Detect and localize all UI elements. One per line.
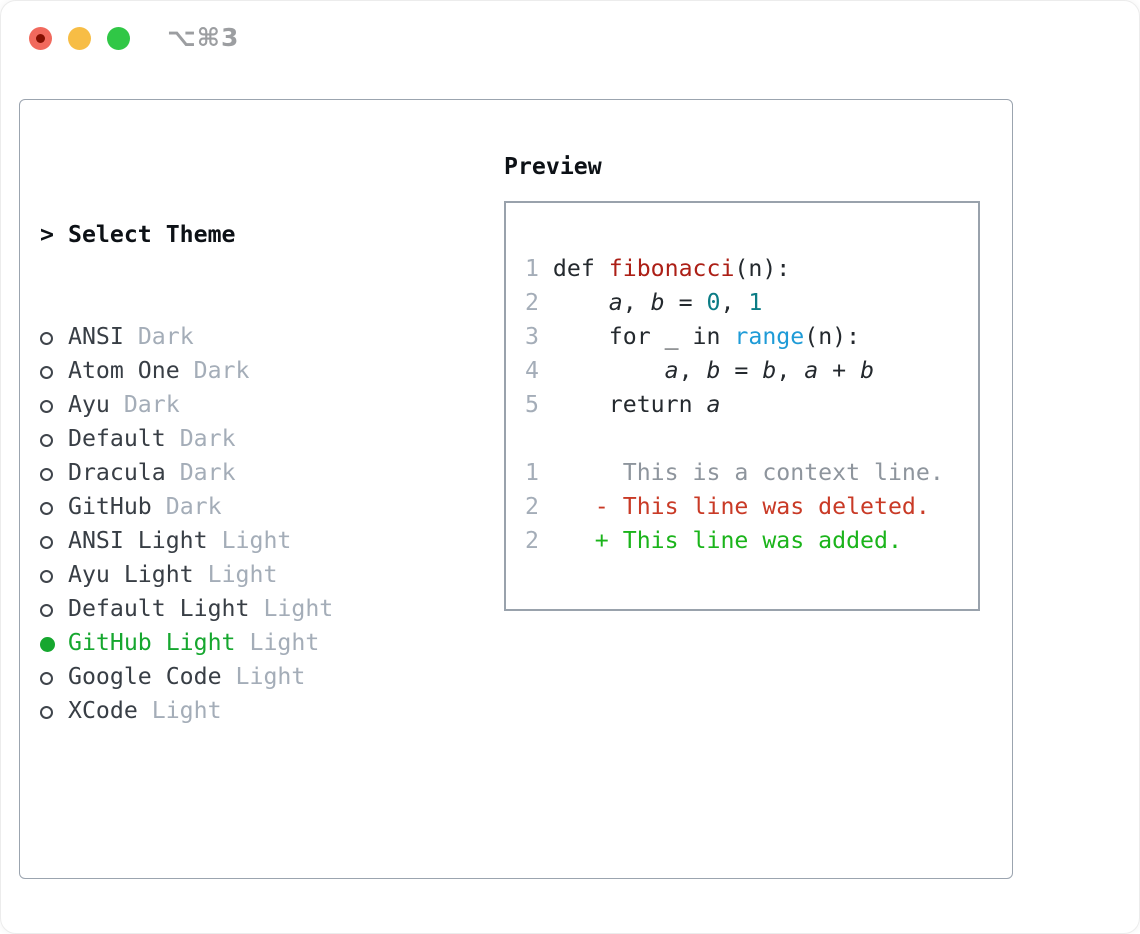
radio-icon: [40, 660, 68, 694]
window-title: ⌥⌘3: [167, 23, 240, 52]
code-line: 1 def fibonacci(n):: [525, 255, 791, 282]
option-label: ANSI: [68, 323, 138, 350]
zoom-button[interactable]: [107, 27, 130, 50]
option-variant-label: Dark: [179, 459, 236, 486]
option-label: Default: [68, 425, 180, 452]
radio-icon: [40, 320, 68, 354]
theme-option-default-light[interactable]: Default Light Light: [40, 592, 480, 626]
code-line: 2 - This line was deleted.: [525, 493, 930, 520]
option-variant-label: Light: [235, 663, 306, 690]
radio-icon: [40, 422, 68, 456]
theme-option-default[interactable]: Default Dark: [40, 422, 480, 456]
option-variant-label: Dark: [137, 323, 194, 350]
option-label: Google Code: [68, 663, 236, 690]
radio-icon: [40, 592, 68, 626]
theme-option-google-code[interactable]: Google Code Light: [40, 660, 480, 694]
theme-option-dracula[interactable]: Dracula Dark: [40, 456, 480, 490]
option-variant-label: Dark: [165, 493, 222, 520]
code-line: 2 a, b = 0, 1: [525, 289, 763, 316]
radio-icon: [40, 558, 68, 592]
radio-icon: [40, 524, 68, 558]
preview-box: 1 def fibonacci(n): 2 a, b = 0, 1 3 for _ …: [504, 201, 980, 611]
preview-pane: Preview 1 def fibonacci(n): 2 a, b = 0, 1…: [504, 150, 994, 611]
minimize-button[interactable]: [68, 27, 91, 50]
code-line: 5 return a: [525, 391, 721, 418]
theme-option-atom-one[interactable]: Atom One Dark: [40, 354, 480, 388]
radio-selected-icon: [40, 626, 68, 660]
option-variant-label: Dark: [179, 425, 236, 452]
option-variant-label: Light: [249, 629, 320, 656]
option-variant-label: Dark: [123, 391, 180, 418]
option-variant-label: Light: [151, 697, 222, 724]
apply-to-section: Apply To User SettingsWorkspace Settings: [40, 864, 480, 933]
radio-icon: [40, 694, 68, 728]
preview-heading-row: Preview: [504, 150, 994, 184]
preview-heading: Preview: [504, 153, 602, 180]
option-variant-label: Light: [207, 561, 278, 588]
option-label: ANSI Light: [68, 527, 222, 554]
option-variant-label: Dark: [193, 357, 250, 384]
option-label: GitHub Light: [68, 629, 250, 656]
option-variant-label: Light: [221, 527, 292, 554]
code-line: [525, 422, 978, 456]
option-label: XCode: [68, 697, 152, 724]
code-line: 1 This is a context line.: [525, 459, 944, 486]
radio-icon: [40, 490, 68, 524]
radio-icon: [40, 388, 68, 422]
theme-option-ayu[interactable]: Ayu Dark: [40, 388, 480, 422]
theme-option-ansi[interactable]: ANSI Dark: [40, 320, 480, 354]
option-label: Atom One: [68, 357, 194, 384]
titlebar: ⌥⌘3: [1, 1, 1139, 77]
option-variant-label: Light: [263, 595, 334, 622]
option-label: Ayu Light: [68, 561, 208, 588]
radio-icon: [40, 456, 68, 490]
code-line: 2 + This line was added.: [525, 527, 902, 554]
option-label: GitHub: [68, 493, 166, 520]
theme-option-ansi-light[interactable]: ANSI Light Light: [40, 524, 480, 558]
select-theme-heading-row: > Select Theme: [40, 218, 480, 252]
close-button[interactable]: [29, 27, 52, 50]
code-line: 3 for _ in range(n):: [525, 323, 861, 350]
theme-option-ayu-light[interactable]: Ayu Light Light: [40, 558, 480, 592]
option-label: Ayu: [68, 391, 124, 418]
theme-option-github-light[interactable]: GitHub Light Light: [40, 626, 480, 660]
theme-option-xcode[interactable]: XCode Light: [40, 694, 480, 728]
code-line: 4 a, b = b, a + b: [525, 357, 875, 384]
option-label: Default Light: [68, 595, 264, 622]
select-theme-heading: Select Theme: [68, 221, 236, 248]
theme-option-github[interactable]: GitHub Dark: [40, 490, 480, 524]
prompt-cursor-icon: >: [40, 221, 54, 248]
radio-icon: [40, 354, 68, 388]
option-label: Dracula: [68, 459, 180, 486]
